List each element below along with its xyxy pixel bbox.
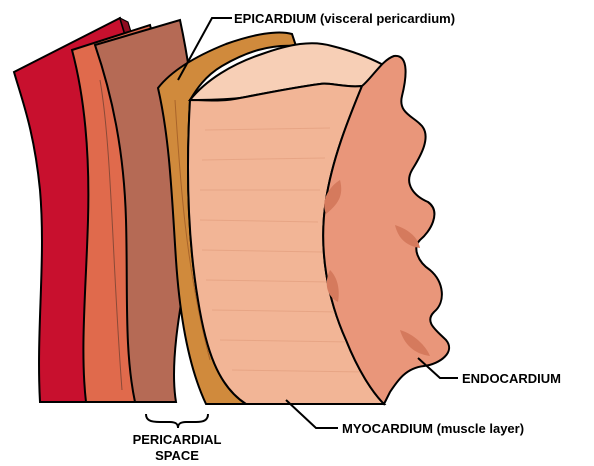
pericardial-space-brace	[146, 414, 208, 428]
pericardial-space-label-line2: SPACE	[155, 448, 199, 463]
epicardium-label: EPICARDIUM (visceral pericardium)	[234, 11, 455, 26]
myocardium-label: MYOCARDIUM (muscle layer)	[342, 421, 524, 436]
pericardial-space-label-line1: PERICARDIAL	[133, 432, 222, 447]
endocardium-label: ENDOCARDIUM	[462, 371, 561, 386]
